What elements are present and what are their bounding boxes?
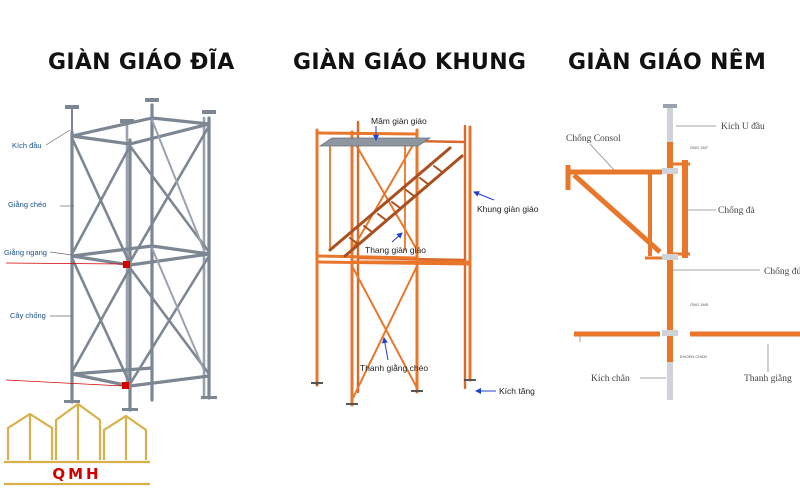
title-frame-scaffold: GIÀN GIÁO KHUNG — [293, 50, 527, 75]
label-giang-cheo: Giằng chéo — [8, 200, 46, 209]
disc-scaffold-drawing — [64, 98, 217, 412]
label-thanh-giang-cheo: Thanh giằng chéo — [360, 363, 428, 373]
label-giang-ngang: Giằng ngang — [4, 248, 47, 257]
label-kich-u-dau: Kích U đầu — [721, 121, 765, 132]
label-thanh-giang: Thanh giằng — [744, 373, 792, 384]
tiny-label-2: ỐNG 1M5 — [690, 302, 709, 307]
frame-callout-arrows — [373, 126, 496, 394]
disc-callout-lines — [5, 129, 124, 387]
tiny-label-3: KHOEN CHÂN — [680, 354, 707, 359]
label-kich-chan: Kích chân — [591, 374, 630, 384]
label-kich-dau: Kích đầu — [12, 141, 42, 150]
label-chong-dung: Chống đứ — [764, 266, 800, 277]
label-mam-gian-giao: Mâm giàn giáo — [371, 116, 427, 126]
frame-scaffold-drawing — [315, 120, 472, 407]
wedge-scaffold-drawing — [565, 104, 800, 400]
label-kich-tang: Kích tăng — [499, 386, 535, 396]
label-cay-chong: Cây chống — [10, 311, 46, 320]
title-disc-scaffold: GIÀN GIÁO ĐĨA — [48, 50, 235, 75]
logo-text-band — [6, 464, 148, 482]
tiny-label-1: ỐNG 1M7 — [690, 145, 709, 150]
platform-deck — [318, 137, 432, 147]
label-chong-da: Chống đà — [718, 205, 755, 216]
label-khung-gian-giao: Khung giàn giáo — [477, 204, 539, 214]
logo-text: QMH — [52, 465, 101, 483]
frame-base-plates — [311, 379, 476, 405]
label-chong-consol: Chống Consol — [566, 133, 621, 144]
qmh-logo: QMH — [4, 402, 150, 486]
wedge-callout-lines — [579, 125, 769, 379]
label-thang-gian-giao: Thang giàn giáo — [365, 245, 426, 255]
title-wedge-scaffold: GIÀN GIÁO NÊM — [568, 50, 767, 75]
